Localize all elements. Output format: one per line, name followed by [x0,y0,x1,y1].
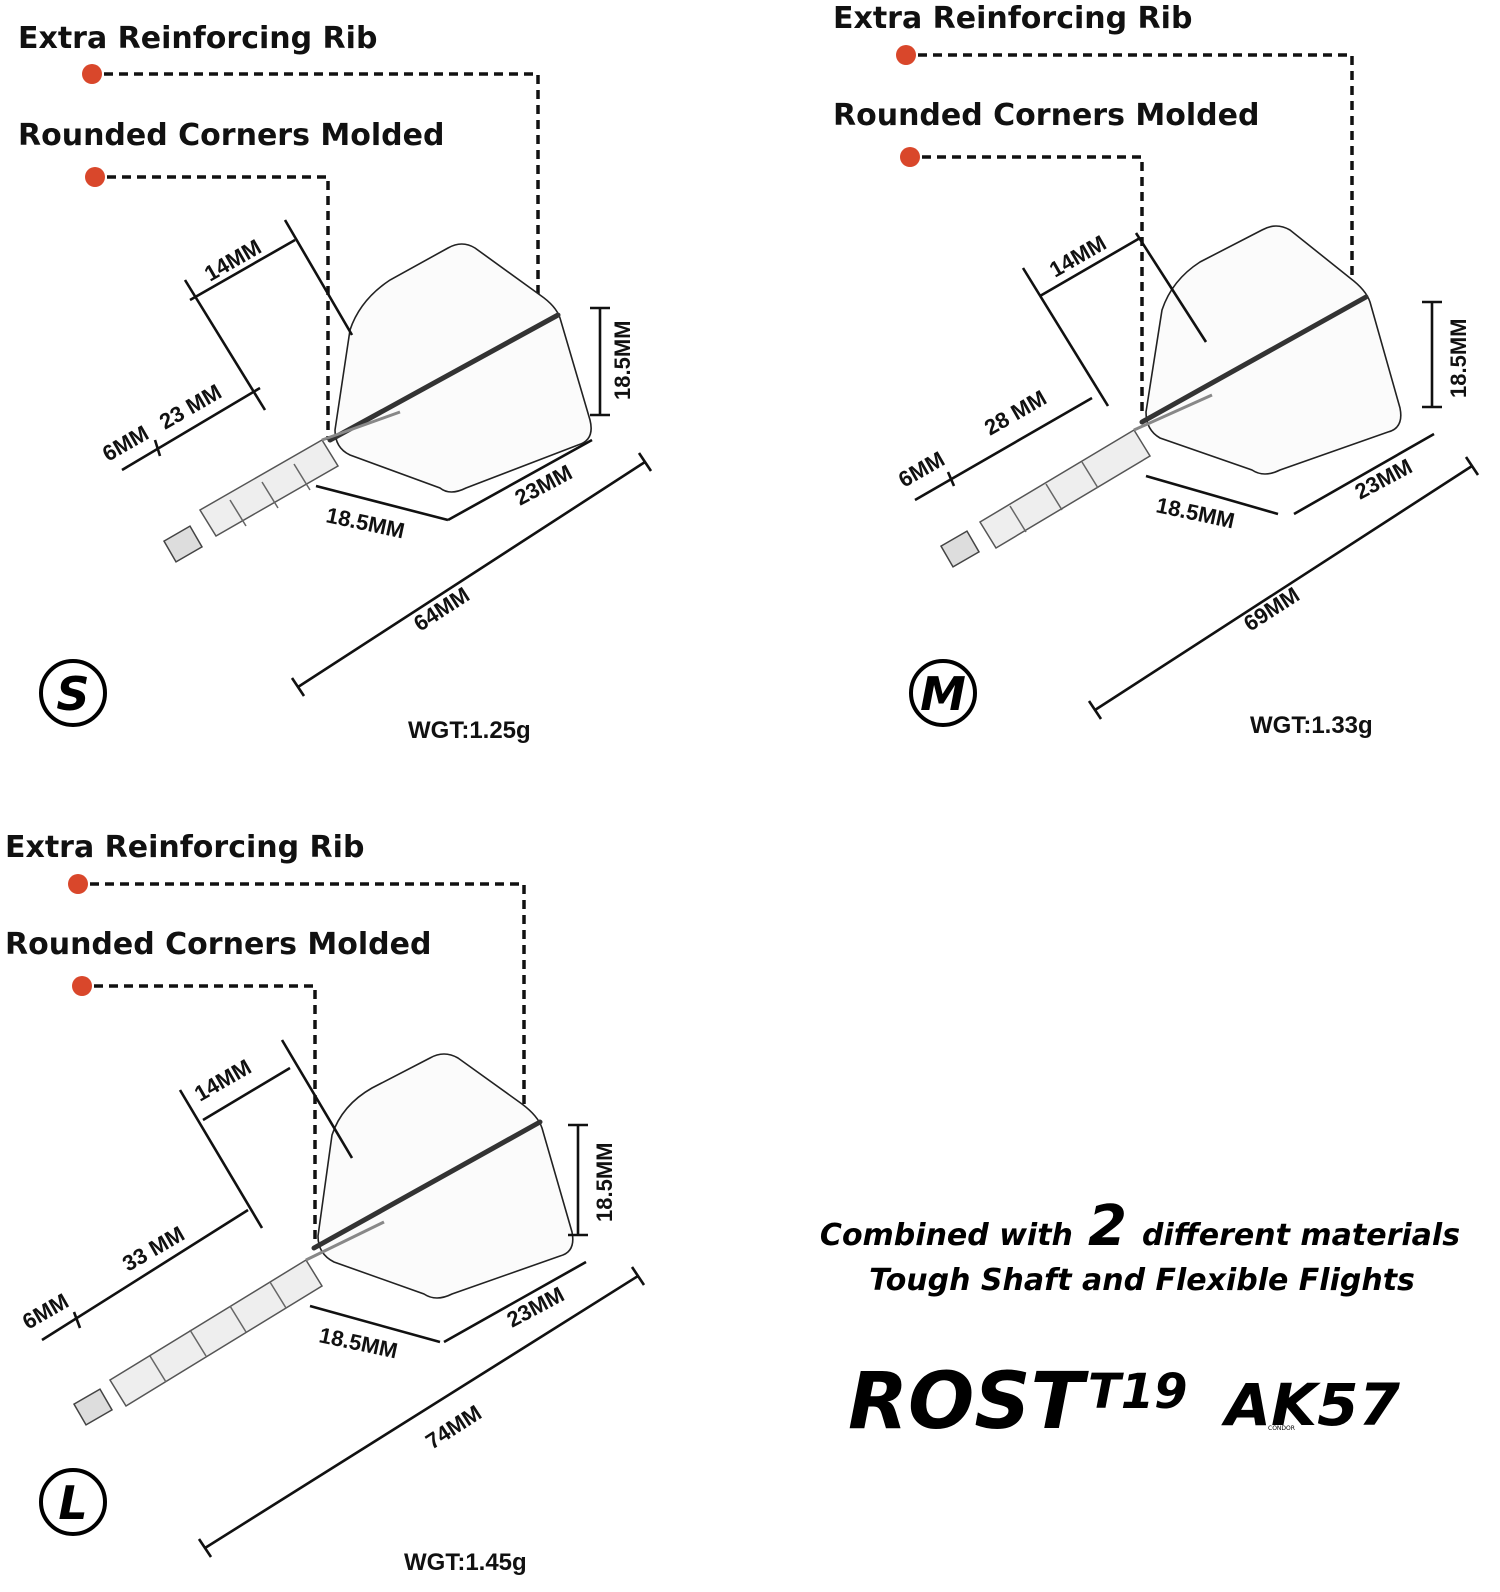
callout-rib-label: Extra Reinforcing Rib [5,830,364,865]
callout-corners-label: Rounded Corners Molded [5,927,431,962]
flight-rib [1139,294,1369,425]
tagline-number: 2 [1088,1194,1127,1259]
dim-height-label: 18.5MM [1446,319,1471,398]
dim-outer-label: 23MM [1351,454,1417,505]
dim-stem-line [914,396,1093,502]
size-letter: L [58,1476,87,1530]
dim-top-line [189,238,296,302]
tagline: Combined with 2 different materials Toug… [820,1194,1460,1298]
callout-rib-label: Extra Reinforcing Rib [18,21,377,56]
dim-inner-line [309,1304,441,1344]
callout-corners-label: Rounded Corners Molded [833,98,1259,133]
size-badge [39,659,107,727]
callout-corners-leader [94,984,317,1240]
size-letter: S [56,667,89,721]
callout-corners-dot [72,976,92,996]
dim-total-line [204,1274,639,1550]
size-badge [909,659,977,727]
dim-inner-label: 18.5MM [324,502,407,543]
tagline-prefix: Combined with [820,1218,1073,1253]
panel-small: Extra Reinforcing Rib Rounded Corners Mo… [18,21,653,744]
dim-stem-label: 23 MM [155,379,226,434]
brand-ak57-small: CONDOR [1268,1425,1295,1432]
flight-rib [327,312,561,443]
dim-inner-line [315,484,449,522]
shaft [162,410,401,563]
dim-top-line [1039,236,1141,298]
callout-rib-leader [90,882,526,1112]
dim-total-label: 69MM [1239,582,1304,636]
brand-t19: T19 [1088,1364,1188,1420]
weight-label: WGT:1.45g [404,1549,527,1576]
brand-rost: ROST [848,1357,1090,1447]
panel-medium: Extra Reinforcing Rib Rounded Corners Mo… [833,1,1480,739]
shaft [72,1220,385,1426]
size-letter: M [920,667,966,721]
brand-row: ROST T19 AK57 CONDOR [848,1357,1401,1447]
callout-corners-dot [85,167,105,187]
dim-outer-line [447,438,593,522]
dim-height-label: 18.5MM [592,1143,617,1222]
dim-stem-line [121,386,261,472]
brand-ak57: AK57 [1221,1371,1401,1439]
dim-inner-line [1145,474,1279,516]
dim-stem-label: 33 MM [118,1221,189,1276]
callout-corners-leader [107,175,330,440]
callout-corners-label: Rounded Corners Molded [18,118,444,153]
flight-rib [311,1119,543,1251]
weight-label: WGT:1.25g [408,717,531,744]
callout-rib-dot [896,45,916,65]
panel-large: Extra Reinforcing Rib Rounded Corners Mo… [5,830,646,1576]
tagline-line2: Tough Shaft and Flexible Flights [869,1263,1415,1298]
dim-height-label: 18.5MM [610,321,635,400]
callout-rib-label: Extra Reinforcing Rib [833,1,1192,36]
dim-stem-label: 28 MM [980,385,1051,440]
dim-total-line [1094,464,1473,712]
callout-corners-dot [900,147,920,167]
dim-base-label: 6MM [18,1288,73,1334]
dim-top-label: 14MM [200,234,265,286]
dim-outer-line [443,1260,587,1344]
brand-ak57-logo: AK57 CONDOR [1221,1371,1401,1439]
dim-total-label: 74MM [421,1400,486,1454]
tagline-line1: Combined with 2 different materials [820,1194,1460,1259]
dim-outer-line [1293,432,1435,516]
weight-label: WGT:1.33g [1250,712,1373,739]
dim-base-label: 6MM [98,420,153,466]
size-badge [39,1468,107,1536]
callout-rib-leader [918,53,1354,285]
dim-total-label: 64MM [409,582,474,636]
dim-total-line [297,460,646,689]
callout-rib-dot [68,874,88,894]
callout-rib-dot [82,64,102,84]
dim-top-line [202,1066,291,1122]
callout-corners-leader [922,155,1144,415]
tagline-suffix: different materials [1142,1218,1460,1253]
shaft [939,393,1213,568]
dim-top-label: 14MM [190,1054,255,1106]
